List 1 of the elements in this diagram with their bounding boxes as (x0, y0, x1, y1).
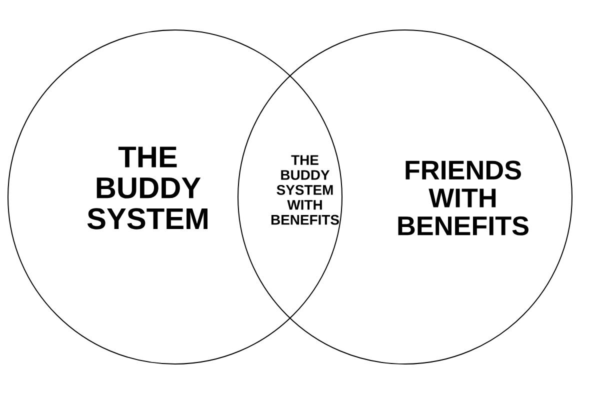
overlap-label: THE BUDDY SYSTEM WITH BENEFITS (271, 155, 339, 225)
